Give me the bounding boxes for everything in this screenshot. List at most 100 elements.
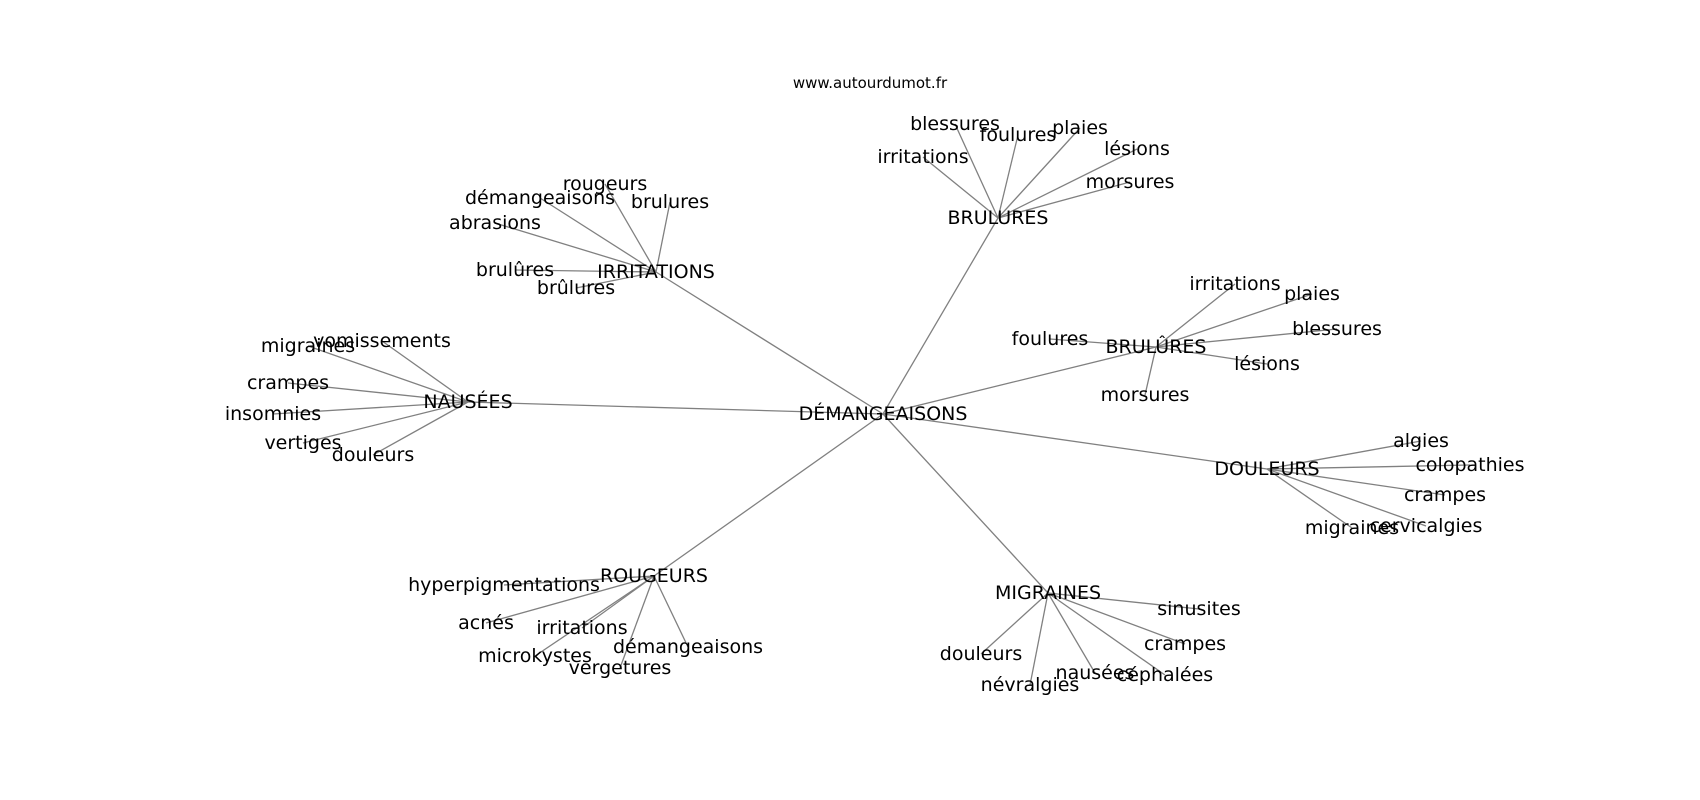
edge-migraines-leaf-5 [1029, 592, 1049, 686]
edge-brulures-leaf-0 [954, 123, 999, 219]
node-leaf: irritations [877, 146, 968, 168]
node-leaf: insomnies [225, 403, 321, 425]
node-leaf: abrasions [449, 212, 541, 234]
edge-brulures-leaf-2 [997, 127, 1081, 219]
node-leaf: hyperpigmentations [408, 574, 600, 596]
edge-migraines-leaf-3 [1047, 592, 1096, 674]
edge-center-nausees [467, 401, 884, 415]
node-leaf: vertiges [264, 432, 341, 454]
edge-center-irritations [655, 271, 884, 415]
edge-rougeurs-leaf-3 [534, 575, 655, 657]
node-leaf: acnés [458, 612, 514, 634]
edges-layer [272, 123, 1471, 686]
source-watermark: www.autourdumot.fr [793, 74, 948, 92]
edge-irritations-leaf-2 [655, 201, 671, 273]
node-leaf: nausées [1056, 662, 1135, 684]
node-leaf: algies [1393, 430, 1449, 452]
edge-center-douleurs [882, 413, 1268, 470]
node-leaf: douleurs [332, 444, 414, 466]
node-hub-rougeurs: ROUGEURS [600, 565, 708, 587]
edge-rougeurs-leaf-0 [503, 575, 655, 586]
node-leaf: foulures [980, 124, 1057, 146]
edge-irritations-leaf-5 [575, 271, 657, 289]
edge-brulures-leaf-4 [997, 148, 1138, 219]
node-leaf: crampes [1404, 484, 1486, 506]
node-leaf: brulures [631, 191, 709, 213]
edge-irritations-leaf-3 [494, 222, 657, 273]
edge-nausees-leaf-5 [372, 401, 469, 456]
node-leaf: morsures [1086, 171, 1175, 193]
edge-nausees-leaf-1 [381, 340, 469, 403]
node-hub-nausees: NAUSÉES [423, 390, 512, 413]
edge-brulures-circ-leaf-1 [1155, 293, 1313, 348]
edge-nausees-leaf-2 [287, 382, 469, 403]
edge-irritations-leaf-0 [604, 183, 657, 273]
node-leaf: colopathies [1415, 454, 1524, 476]
node-hub-brulures-circ: BRULÛRES [1106, 334, 1207, 358]
node-leaf: céphalées [1117, 664, 1213, 686]
node-hub-douleurs: DOULEURS [1214, 458, 1319, 480]
node-leaf: brulûres [476, 259, 554, 281]
node-leaf: démangeaisons [465, 187, 615, 209]
labels-layer: DÉMANGEAISONSBRULURESblessuresfoulurespl… [225, 113, 1525, 696]
node-leaf: microkystes [478, 645, 592, 667]
node-leaf: foulures [1012, 328, 1089, 350]
edge-migraines-leaf-1 [1047, 592, 1186, 645]
edge-brulures-leaf-5 [997, 181, 1131, 219]
edge-center-brulures-circ [882, 346, 1157, 415]
edge-brulures-circ-leaf-0 [1155, 283, 1236, 348]
node-leaf: migraines [1305, 517, 1399, 539]
edge-migraines-leaf-4 [1047, 592, 1166, 676]
edge-center-brulures [882, 217, 999, 415]
edge-nausees-leaf-4 [302, 401, 469, 444]
node-leaf: vomissements [313, 330, 451, 352]
edge-douleurs-leaf-1 [1266, 464, 1471, 470]
edge-nausees-leaf-3 [272, 401, 469, 415]
edge-brulures-circ-leaf-2 [1049, 338, 1157, 348]
node-leaf: rougeurs [563, 173, 648, 195]
node-hub-brulures: BRULURES [948, 207, 1049, 229]
node-hub-irritations: IRRITATIONS [597, 261, 715, 283]
node-leaf: irritations [536, 617, 627, 639]
node-leaf: plaies [1052, 117, 1108, 139]
node-leaf: morsures [1101, 384, 1190, 406]
edge-center-migraines [882, 413, 1049, 594]
node-leaf: crampes [247, 372, 329, 394]
edge-douleurs-leaf-2 [1266, 468, 1446, 496]
node-leaf: migraines [261, 335, 355, 357]
edge-brulures-leaf-1 [997, 134, 1019, 219]
edge-center-rougeurs [653, 413, 884, 577]
edge-irritations-leaf-4 [514, 269, 657, 273]
edge-rougeurs-leaf-1 [485, 575, 655, 624]
node-hub-migraines: MIGRAINES [995, 582, 1101, 604]
edge-migraines-leaf-0 [1047, 592, 1200, 610]
node-leaf: démangeaisons [613, 636, 763, 658]
node-leaf: sinusites [1157, 598, 1240, 620]
edge-irritations-leaf-1 [539, 197, 657, 273]
node-leaf: vergetures [569, 657, 672, 679]
node-leaf: névralgies [981, 674, 1080, 696]
node-leaf: lésions [1104, 138, 1170, 160]
edge-nausees-leaf-0 [307, 345, 469, 403]
node-leaf: blessures [1292, 318, 1382, 340]
edge-douleurs-leaf-3 [1266, 468, 1353, 529]
node-leaf: crampes [1144, 633, 1226, 655]
node-leaf: brûlures [537, 277, 615, 299]
edge-douleurs-leaf-0 [1266, 440, 1422, 470]
node-leaf: irritations [1189, 273, 1280, 295]
node-leaf: cervicalgies [1370, 515, 1483, 537]
node-leaf: douleurs [940, 643, 1022, 665]
edge-rougeurs-leaf-4 [653, 575, 689, 648]
edge-brulures-circ-leaf-3 [1155, 328, 1338, 348]
edge-migraines-leaf-2 [980, 592, 1049, 655]
edge-brulures-circ-leaf-5 [1144, 346, 1157, 396]
node-center: DÉMANGEAISONS [799, 402, 968, 425]
edge-douleurs-leaf-4 [1266, 468, 1427, 527]
edge-rougeurs-leaf-5 [619, 575, 655, 669]
node-leaf: plaies [1284, 283, 1340, 305]
node-leaf: blessures [910, 113, 1000, 135]
edge-brulures-leaf-3 [922, 156, 999, 219]
edge-brulures-circ-leaf-4 [1155, 346, 1268, 365]
